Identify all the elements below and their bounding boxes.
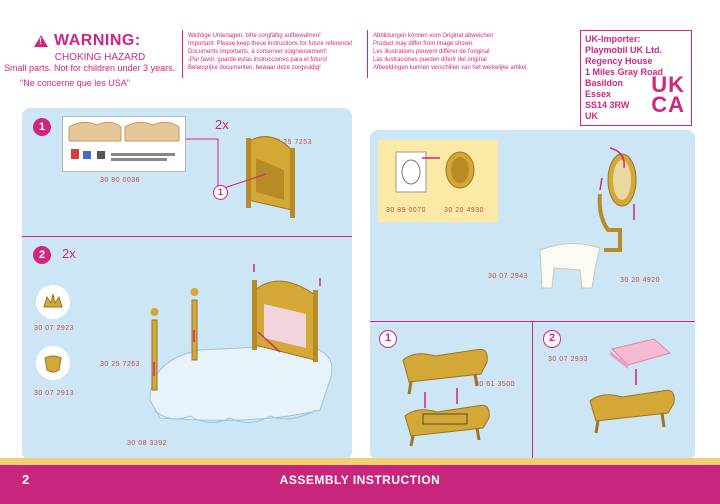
bed-assembly-drawing [149, 264, 333, 423]
notice-line: Belangrijke documenten, bewaar deze zorg… [188, 65, 321, 71]
part-number: 30 20 4920 [620, 277, 661, 284]
header-divider [367, 30, 368, 78]
importer-line: UK-Importer: [585, 34, 641, 44]
part-number: 30 80 0036 [100, 177, 141, 184]
headboard-drawing [246, 136, 295, 218]
quantity-label: 2x [62, 246, 76, 261]
uk-importer-box: UK-Importer: Playmobil UK Ltd. Regency H… [580, 30, 692, 126]
part-number: 30 20 4930 [444, 207, 485, 214]
part-number: 30 07 2913 [34, 390, 75, 397]
warning-block: WARNING: CHOKING HAZARD Small parts. Not… [4, 32, 175, 89]
part-number: 30 25 7263 [100, 361, 141, 368]
notice-line: ¡Por favor, guarde estas instrucciones p… [188, 57, 328, 63]
footer-stripe [0, 458, 720, 465]
quantity-label: 2x [215, 117, 229, 132]
images-notice: Abbildungen können vom Original abweiche… [373, 32, 558, 72]
notice-line: Afbeeldingen kunnen verschillen van het … [373, 65, 529, 71]
warning-triangle-icon [34, 35, 48, 47]
warning-line: Small parts. Not for children under 3 ye… [4, 63, 176, 73]
part-number: 30 07 2943 [488, 273, 529, 280]
footer-bar [0, 465, 720, 504]
callout-lines [186, 138, 267, 189]
mirror-parts-box: 30 89 0070 30 20 4930 [378, 140, 498, 222]
importer-line: 1 Miles Gray Road [585, 67, 664, 77]
ukca-mark-icon: UK CA [651, 72, 685, 117]
part-number: 30 07 2923 [34, 325, 75, 332]
sticker-sheet [62, 116, 186, 172]
notice-line: Las ilustraciones pueden diferir del ori… [373, 57, 487, 63]
finial-cup-icon [36, 346, 70, 380]
footer-title: ASSEMBLY INSTRUCTION [279, 473, 441, 487]
header-divider [182, 30, 183, 78]
notice-line: Abbildungen können vom Original abweiche… [373, 33, 494, 39]
notice-line: Product may differ from image shown. [373, 41, 474, 47]
importer-line: Essex [585, 89, 612, 99]
instructions-notice: Wichtige Unterlagen, bitte sorgfältig au… [188, 32, 363, 72]
step-1-number: 1 [33, 118, 51, 136]
bench-cushion-drawing [589, 338, 675, 434]
notice-line: Wichtige Unterlagen, bitte sorgfältig au… [188, 33, 321, 39]
importer-line: Playmobil UK Ltd. [585, 45, 663, 55]
importer-line: Regency House [585, 56, 653, 66]
callout-1: 1 [213, 185, 228, 200]
part-number: 30 08 3392 [127, 440, 168, 447]
step-2-number: 2 [33, 246, 51, 264]
part-number: 30 07 2933 [548, 356, 589, 363]
mirror-parts-art [395, 151, 475, 193]
part-number: 30 25 7253 [272, 139, 313, 146]
page-number: 2 [22, 472, 30, 487]
notice-line: Les illustrations peuvent différer de l'… [373, 49, 490, 55]
vanity-drawing [539, 147, 637, 289]
substep-1-number: 1 [379, 330, 397, 348]
bench-frame-drawing [402, 348, 490, 447]
sticker-sheet-art [68, 121, 180, 161]
notice-line: Documents importants, à conserver soigne… [188, 49, 327, 55]
part-number: 30 89 0070 [386, 207, 427, 214]
notice-line: Important: Please keep these instruction… [188, 41, 353, 47]
importer-line: UK [585, 111, 598, 121]
warning-subtitle: CHOKING HAZARD [54, 52, 146, 63]
substep-2-number: 2 [543, 330, 561, 348]
finial-crown-icon [36, 285, 70, 319]
part-number: 30 61 3500 [475, 381, 516, 388]
right-divider [532, 321, 533, 460]
importer-line: SS14 3RW [585, 100, 630, 110]
importer-line: Basildon [585, 78, 624, 88]
warning-title: WARNING: [54, 32, 141, 49]
step-divider [22, 236, 352, 237]
usa-note: "Ne concerne que les USA" [20, 78, 130, 88]
